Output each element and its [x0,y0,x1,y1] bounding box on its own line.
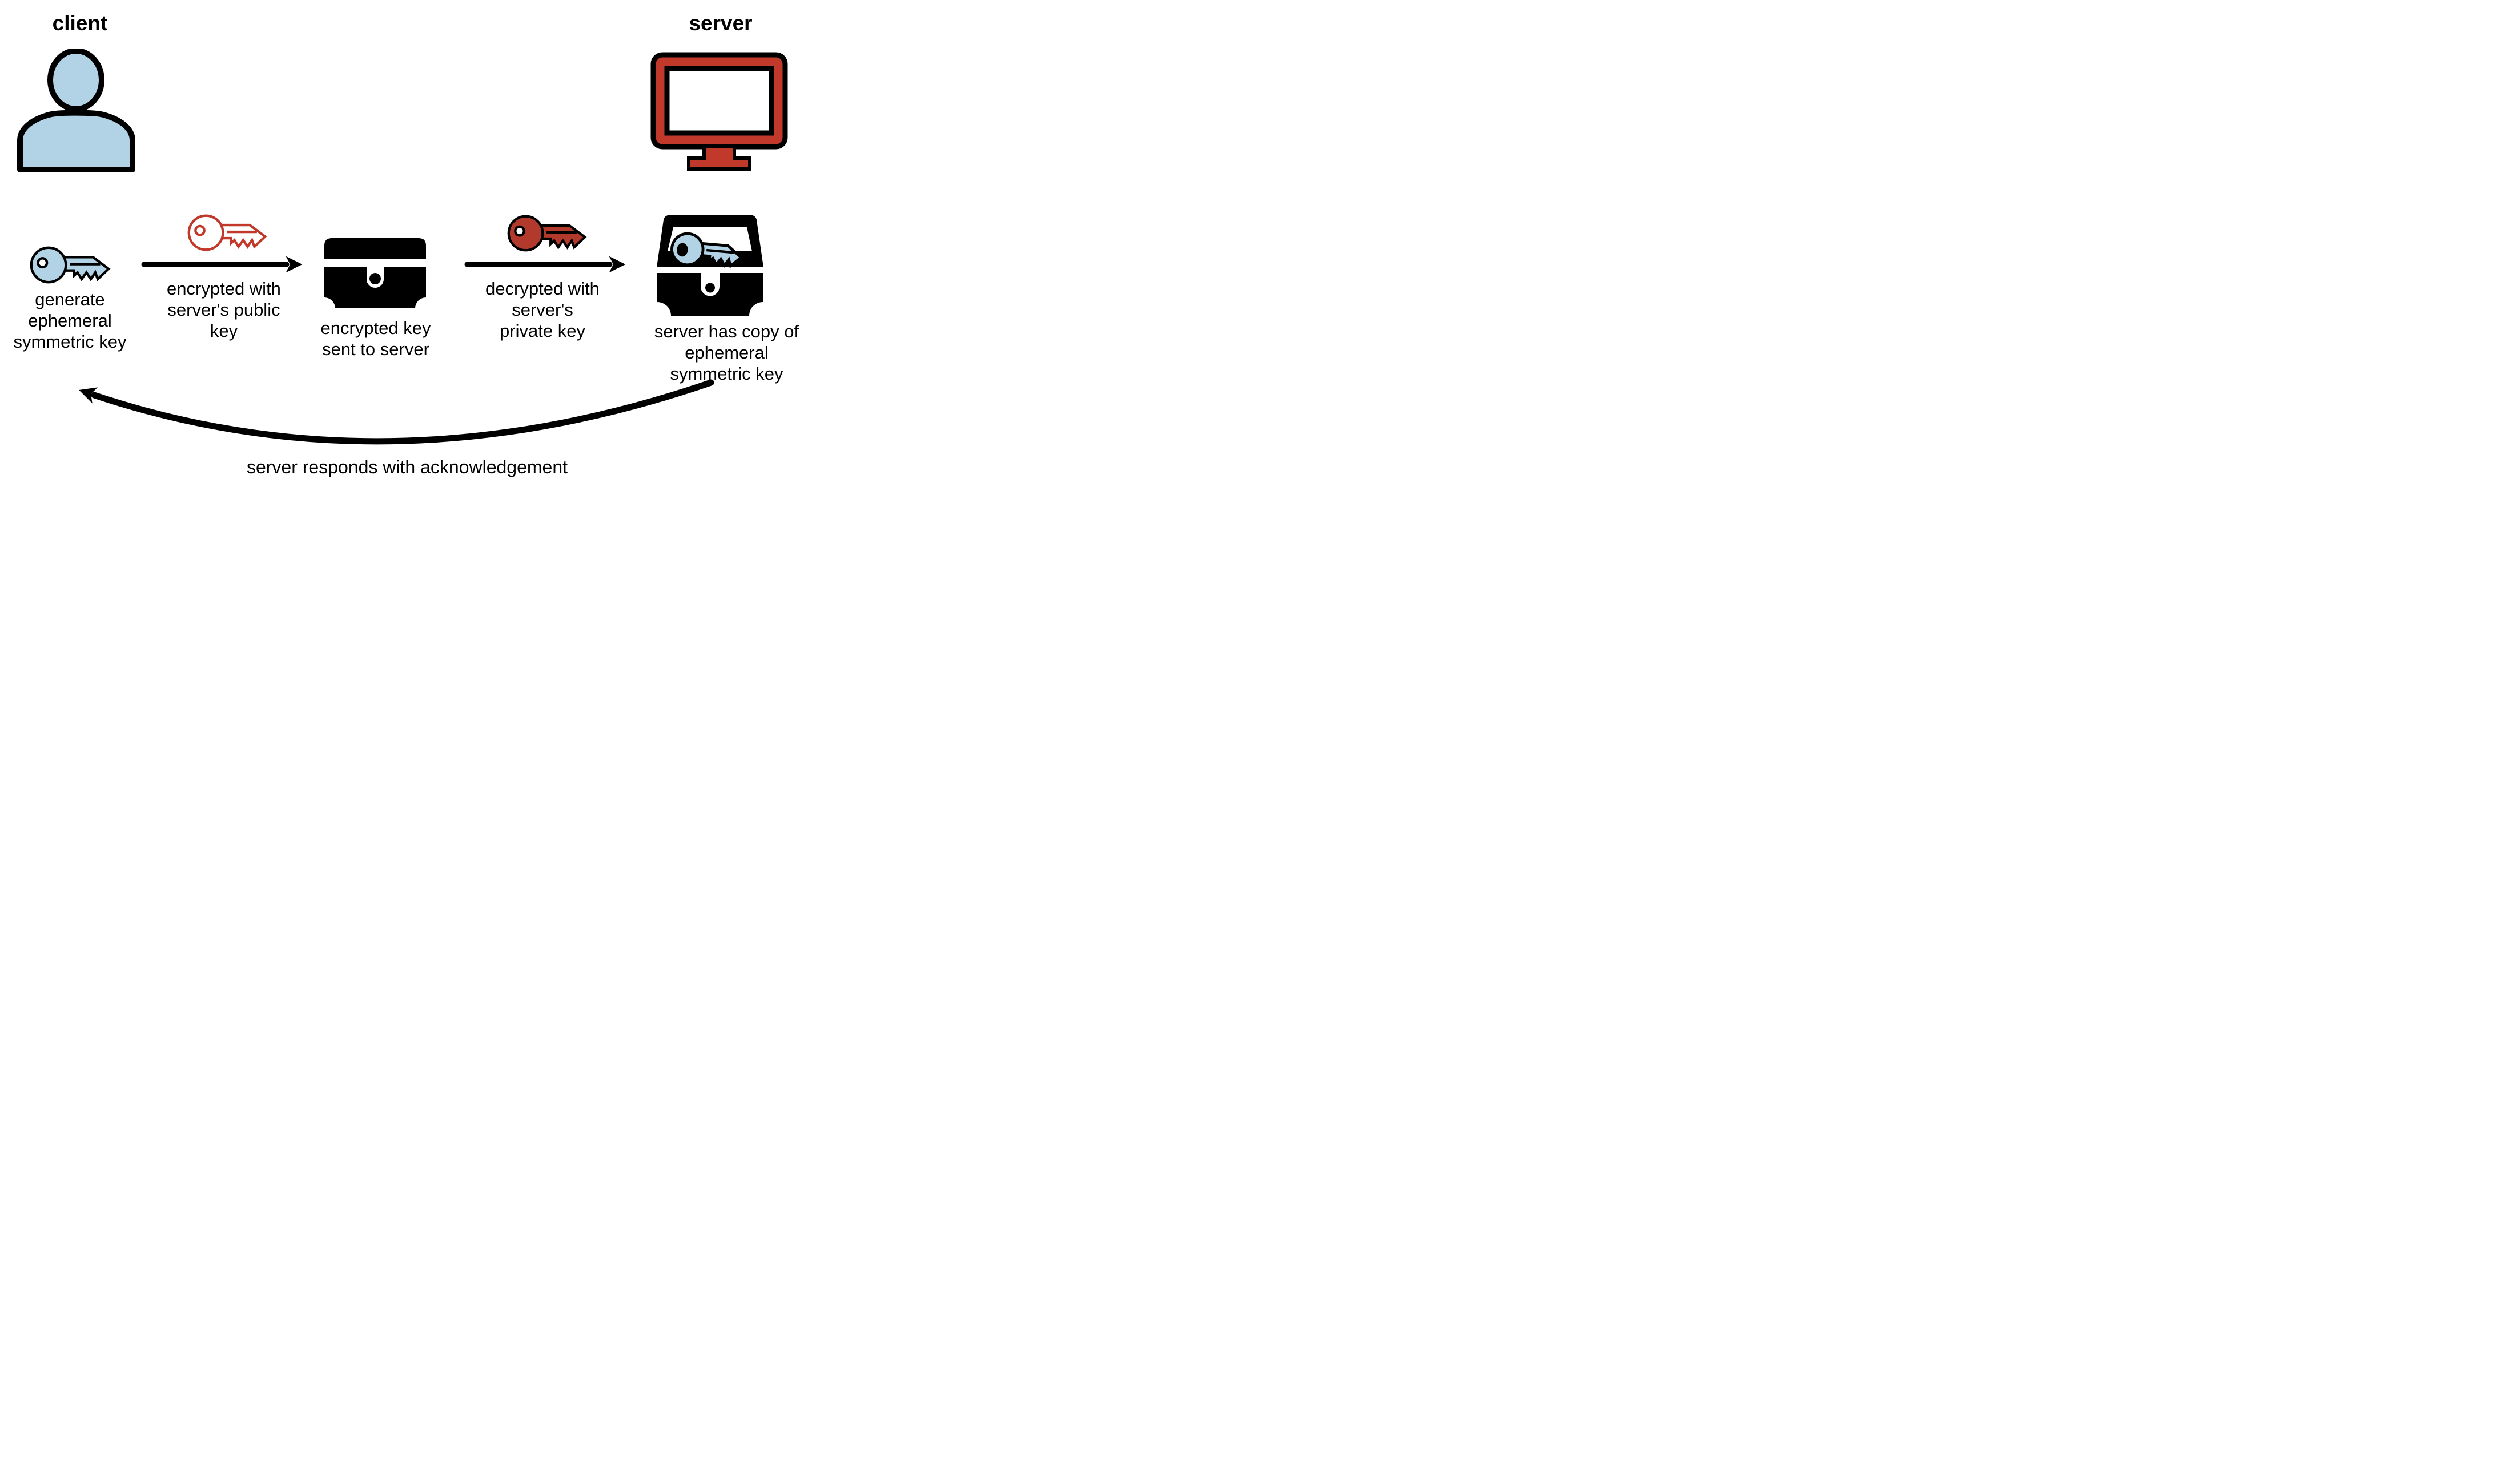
caption-line: generate [35,289,105,309]
caption-line: encrypted key [320,318,431,338]
caption-line: decrypted with [485,279,600,299]
server-label: server [689,11,753,35]
caption-line: server's [512,300,573,320]
caption-server-acknowledgement: server responds with acknowledgement [246,457,568,477]
caption-line: encrypted with [167,279,281,299]
caption-line: sent to server [322,339,429,359]
client-label: client [52,11,108,35]
caption-line: symmetric key [670,364,783,384]
treasure-chest-closed-icon [324,238,426,308]
blue-symmetric-key-icon [30,246,111,284]
caption-decrypted-with-private-key: decrypted with server's private key [474,278,611,341]
caption-line: symmetric key [13,332,127,352]
caption-generate-key: generate ephemeral symmetric key [0,289,140,352]
caption-line: key [210,321,238,341]
caption-line: server has copy of [654,321,799,341]
treasure-chest-open-with-key-icon [657,215,763,316]
blue-key-in-chest-icon [670,232,743,268]
caption-line: ephemeral [28,311,112,331]
caption-encrypted-with-public-key: encrypted with server's public key [155,278,292,341]
key-exchange-diagram: client server [0,0,832,494]
person-icon [17,49,135,172]
monitor-icon [650,52,788,171]
caption-line: private key [500,321,585,341]
caption-line: ephemeral [685,343,769,363]
caption-line: server's public [167,300,280,320]
caption-encrypted-key-sent: encrypted key sent to server [314,317,437,360]
red-solid-private-key-icon [507,215,587,252]
caption-server-has-copy: server has copy of ephemeral symmetric k… [614,321,832,384]
red-outline-public-key-icon [187,214,267,251]
ack-curved-arrow-icon [79,379,714,445]
